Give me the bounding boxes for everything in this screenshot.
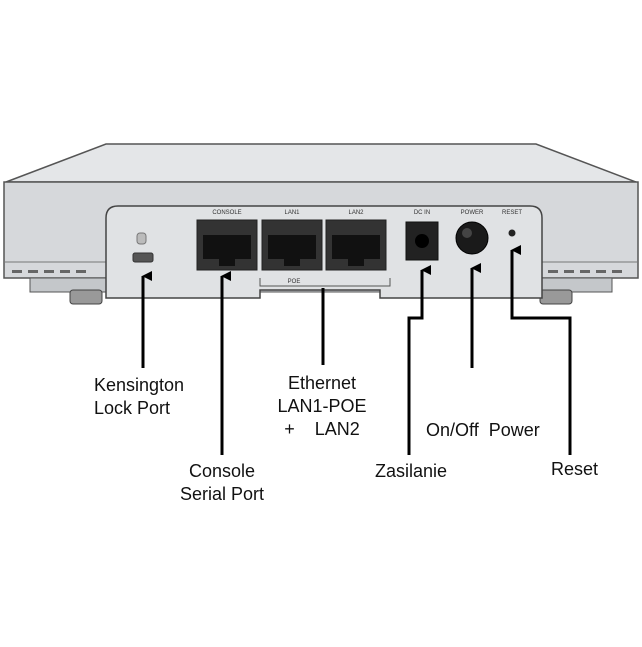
kensington-lock-slot <box>132 232 154 263</box>
lan2-port <box>325 219 387 271</box>
callout-arrows <box>141 245 572 455</box>
console-port-label: CONSOLE <box>212 210 241 216</box>
foot-left <box>69 289 103 305</box>
callout-ethernet-line2: LAN1-POE <box>277 396 367 416</box>
callout-zasilanie-text: Zasilanie <box>375 461 448 481</box>
reset-pinhole <box>508 229 516 237</box>
poe-bracket <box>259 278 391 287</box>
power-button <box>455 221 489 255</box>
callout-console: Console Serial Port <box>172 460 272 506</box>
callout-ethernet: Ethernet LAN1-POE + LAN2 <box>262 372 382 441</box>
callout-ethernet-line1: Ethernet <box>287 373 357 393</box>
callout-onoff-power: On/Off Power <box>426 373 540 488</box>
callout-kensington-line1: Kensington <box>94 375 185 395</box>
foot-right <box>539 289 573 305</box>
vent-slots-left <box>12 270 86 273</box>
callout-reset-text: Reset <box>551 459 599 479</box>
callout-onoff-power-text: On/Off Power <box>426 420 540 440</box>
callout-reset: Reset <box>551 458 598 481</box>
dc-in-jack <box>405 221 439 261</box>
callout-console-line2: Serial Port <box>179 484 265 504</box>
callout-zasilanie: Zasilanie <box>375 460 447 483</box>
callout-console-line1: Console <box>188 461 256 481</box>
power-label: POWER <box>461 210 484 216</box>
console-port <box>196 219 258 271</box>
arrow-zasilanie <box>407 265 431 455</box>
callout-ethernet-line3: + LAN2 <box>284 419 360 439</box>
dc-in-label: DC IN <box>414 210 430 216</box>
lan1-port-label: LAN1 <box>284 210 300 216</box>
lan1-port <box>261 219 323 271</box>
device-top-lid <box>5 143 637 183</box>
lan2-port-label: LAN2 <box>348 210 364 216</box>
poe-label: POE <box>288 279 301 285</box>
vent-slots-right <box>548 270 622 273</box>
callout-kensington-line2: Lock Port <box>94 398 171 418</box>
arrow-reset <box>510 245 572 455</box>
reset-label: RESET <box>502 210 522 216</box>
callout-kensington: Kensington Lock Port <box>94 374 184 420</box>
